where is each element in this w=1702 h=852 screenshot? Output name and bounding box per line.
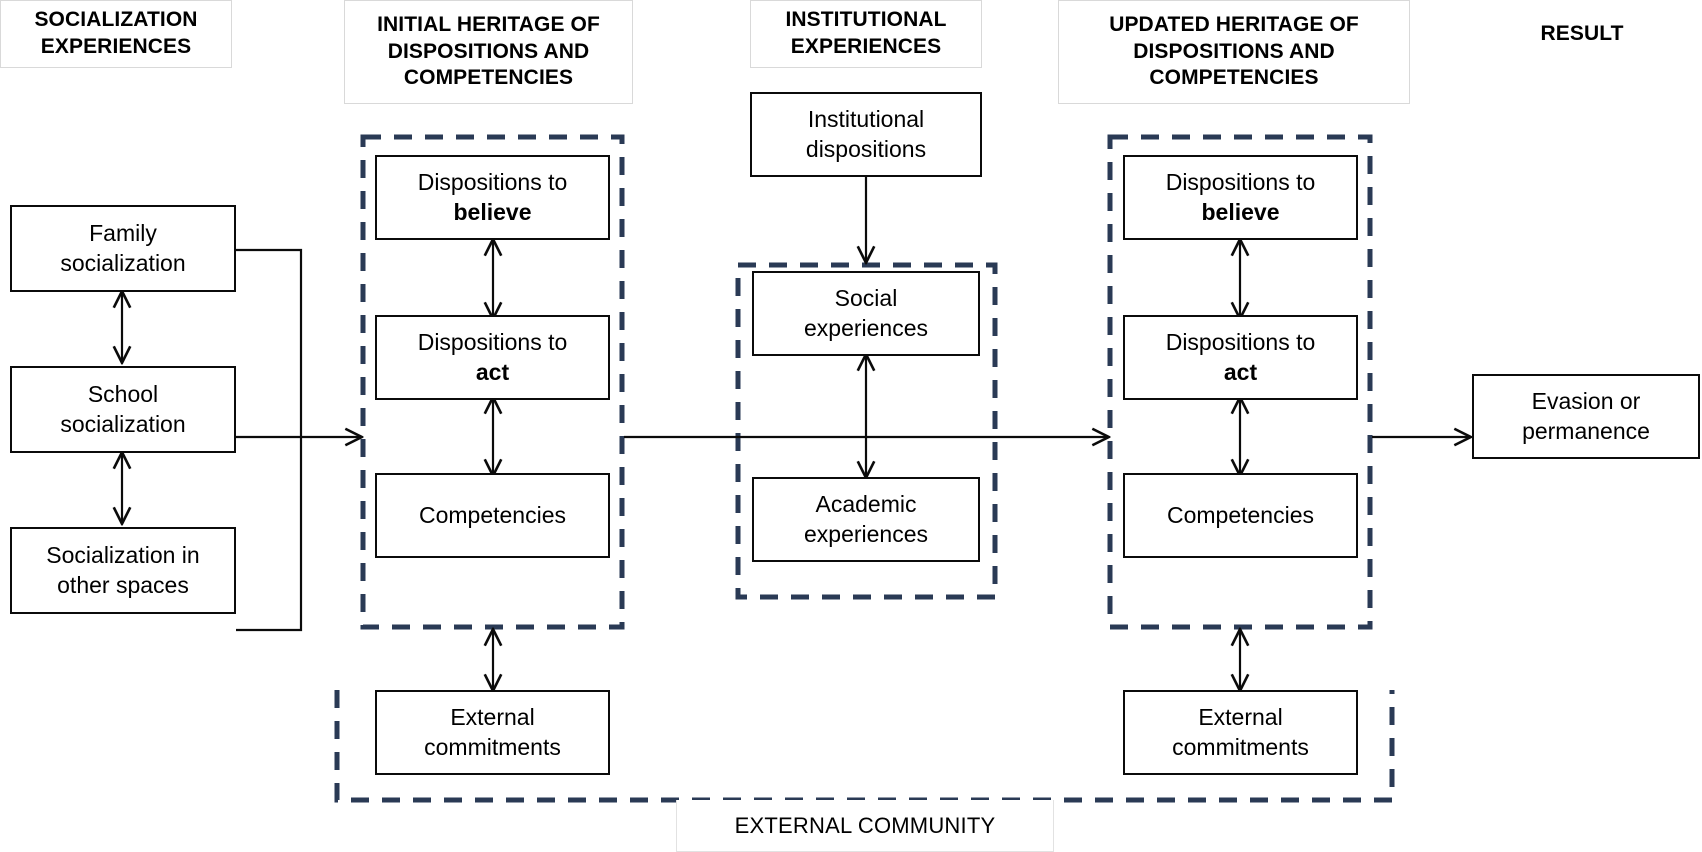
- header-line: INITIAL HERITAGE OF: [377, 13, 600, 37]
- node-family-socialization[interactable]: Family socialization: [10, 205, 236, 292]
- node-line: Socialization in: [46, 541, 200, 568]
- node-socialization-other-spaces[interactable]: Socialization in other spaces: [10, 527, 236, 614]
- node-line: dispositions: [805, 135, 927, 162]
- node-line: socialization: [60, 410, 186, 437]
- node-line: Dispositions to: [1165, 328, 1316, 355]
- node-initial-competencies[interactable]: Competencies: [375, 473, 610, 558]
- node-line: other spaces: [57, 571, 189, 598]
- header-line: SOCIALIZATION: [34, 8, 198, 32]
- node-institutional-dispositions[interactable]: Institutional dispositions: [750, 92, 982, 177]
- header-line: UPDATED HERITAGE OF: [1109, 13, 1359, 37]
- header-initial-heritage: INITIAL HERITAGE OF DISPOSITIONS AND COM…: [344, 0, 633, 104]
- connector-other-spaces-to-trunk: [236, 437, 303, 632]
- node-line: permanence: [1522, 417, 1650, 444]
- node-line: commitments: [424, 733, 561, 760]
- caption-external-community: EXTERNAL COMMUNITY: [676, 800, 1054, 852]
- node-line-emphasis: believe: [1201, 198, 1280, 225]
- node-line: experiences: [803, 314, 929, 341]
- node-line: Family: [89, 219, 157, 246]
- node-line: Academic: [815, 490, 917, 517]
- node-social-experiences[interactable]: Social experiences: [752, 271, 980, 356]
- node-line: Dispositions to: [417, 168, 568, 195]
- header-line: COMPETENCIES: [1149, 66, 1319, 90]
- node-line-emphasis: act: [475, 358, 510, 385]
- node-updated-dispositions-act[interactable]: Dispositions to act: [1123, 315, 1358, 400]
- node-line-emphasis: believe: [453, 198, 532, 225]
- dashed-group-initial: [360, 134, 625, 630]
- node-line: Social: [834, 284, 898, 311]
- header-line: DISPOSITIONS AND: [1133, 39, 1335, 63]
- node-line: Evasion or: [1531, 387, 1641, 414]
- dashed-group-institutional: [735, 262, 998, 600]
- header-line: INSTITUTIONAL: [785, 8, 947, 32]
- dashed-group-updated: [1107, 134, 1373, 630]
- node-line: School: [87, 380, 159, 407]
- caption-label: EXTERNAL COMMUNITY: [734, 812, 996, 838]
- node-updated-external-commitments[interactable]: External commitments: [1123, 690, 1358, 775]
- node-academic-experiences[interactable]: Academic experiences: [752, 477, 980, 562]
- node-updated-dispositions-believe[interactable]: Dispositions to believe: [1123, 155, 1358, 240]
- node-line: External: [1198, 703, 1283, 730]
- node-line: commitments: [1172, 733, 1309, 760]
- node-line: External: [450, 703, 535, 730]
- node-line: Dispositions to: [417, 328, 568, 355]
- node-line: socialization: [60, 249, 186, 276]
- header-updated-heritage: UPDATED HERITAGE OF DISPOSITIONS AND COM…: [1058, 0, 1410, 104]
- node-line: experiences: [803, 520, 929, 547]
- header-result: RESULT: [1462, 0, 1702, 68]
- header-line: EXPERIENCES: [790, 35, 942, 58]
- node-initial-external-commitments[interactable]: External commitments: [375, 690, 610, 775]
- node-updated-competencies[interactable]: Competencies: [1123, 473, 1358, 558]
- node-line-emphasis: act: [1223, 358, 1258, 385]
- header-line: COMPETENCIES: [403, 66, 574, 90]
- header-institutional-experiences: INSTITUTIONAL EXPERIENCES: [750, 0, 982, 68]
- node-line: Institutional: [807, 105, 925, 132]
- node-line: Dispositions to: [1165, 168, 1316, 195]
- node-line: Competencies: [418, 501, 567, 528]
- node-school-socialization[interactable]: School socialization: [10, 366, 236, 453]
- header-line: RESULT: [1540, 21, 1624, 45]
- node-line: Competencies: [1166, 501, 1315, 528]
- header-socialization-experiences: SOCIALIZATION EXPERIENCES: [0, 0, 232, 68]
- node-initial-dispositions-act[interactable]: Dispositions to act: [375, 315, 610, 400]
- header-line: DISPOSITIONS AND: [387, 39, 590, 63]
- node-result-evasion-or-permanence[interactable]: Evasion or permanence: [1472, 374, 1700, 459]
- header-line: EXPERIENCES: [40, 35, 192, 58]
- node-initial-dispositions-believe[interactable]: Dispositions to believe: [375, 155, 610, 240]
- connector-family-to-trunk: [236, 248, 303, 437]
